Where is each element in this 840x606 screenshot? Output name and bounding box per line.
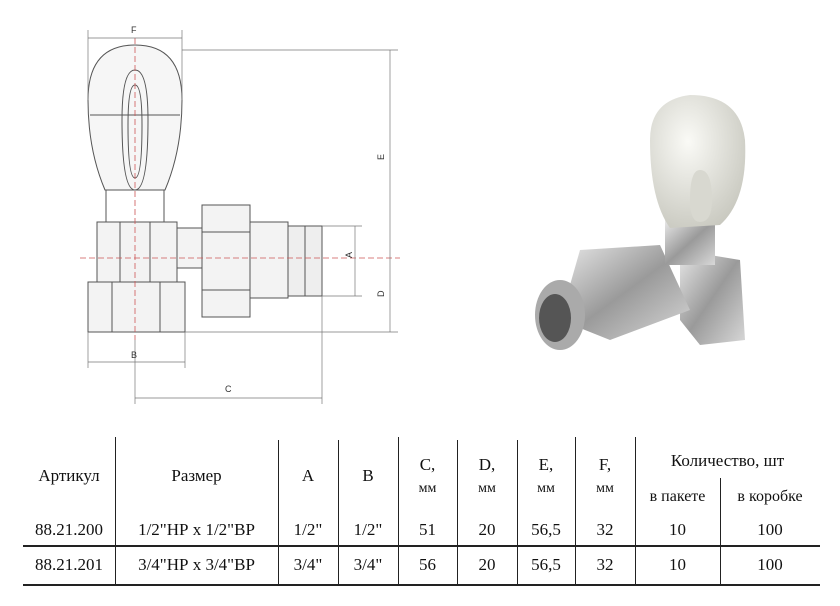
- dim-label-d: D: [376, 290, 386, 297]
- header-a: A: [301, 466, 315, 485]
- cell-d: 20: [478, 520, 496, 539]
- header-c-unit: мм: [418, 481, 437, 496]
- header-e: E,: [538, 455, 554, 474]
- header-in-pack: в пакете: [649, 488, 706, 505]
- dim-label-c: C: [225, 384, 232, 394]
- cell-c: 51: [419, 520, 436, 539]
- cell-c: 56: [419, 555, 436, 574]
- header-f: F,: [598, 455, 612, 474]
- cell-e: 56,5: [531, 520, 561, 539]
- cell-size: 1/2"НР х 1/2"ВР: [138, 520, 255, 539]
- cell-f: 32: [596, 520, 614, 539]
- cell-size: 3/4"НР х 3/4"ВР: [138, 555, 255, 574]
- dim-label-b: B: [131, 350, 137, 360]
- cell-article: 88.21.201: [35, 555, 103, 574]
- header-f-unit: мм: [596, 481, 614, 496]
- header-article: Артикул: [38, 466, 100, 485]
- header-d-unit: мм: [478, 481, 496, 496]
- header-quantity: Количество, шт: [670, 451, 785, 470]
- cell-pack: 10: [669, 555, 686, 574]
- header-d: D,: [478, 455, 496, 474]
- valve-technical-drawing: F E A D B C: [80, 25, 400, 404]
- header-size: Размер: [171, 466, 222, 485]
- cell-box: 100: [757, 520, 783, 539]
- header-in-box: в коробке: [737, 488, 803, 505]
- cell-d: 20: [478, 555, 496, 574]
- cell-e: 56,5: [531, 555, 561, 574]
- header-e-unit: мм: [537, 481, 555, 496]
- valve-product-photo: [535, 95, 746, 350]
- cell-a: 1/2": [293, 520, 323, 539]
- header-b: B: [362, 466, 374, 485]
- dim-label-e: E: [376, 154, 386, 160]
- cell-article: 88.21.200: [35, 520, 103, 539]
- cell-b: 3/4": [353, 555, 383, 574]
- dim-label-f: F: [131, 25, 137, 35]
- header-c: C,: [419, 455, 436, 474]
- cell-f: 32: [596, 555, 614, 574]
- cell-a: 3/4": [293, 555, 323, 574]
- cell-pack: 10: [669, 520, 686, 539]
- cell-box: 100: [757, 555, 783, 574]
- dim-label-a: A: [344, 252, 354, 258]
- cell-b: 1/2": [353, 520, 383, 539]
